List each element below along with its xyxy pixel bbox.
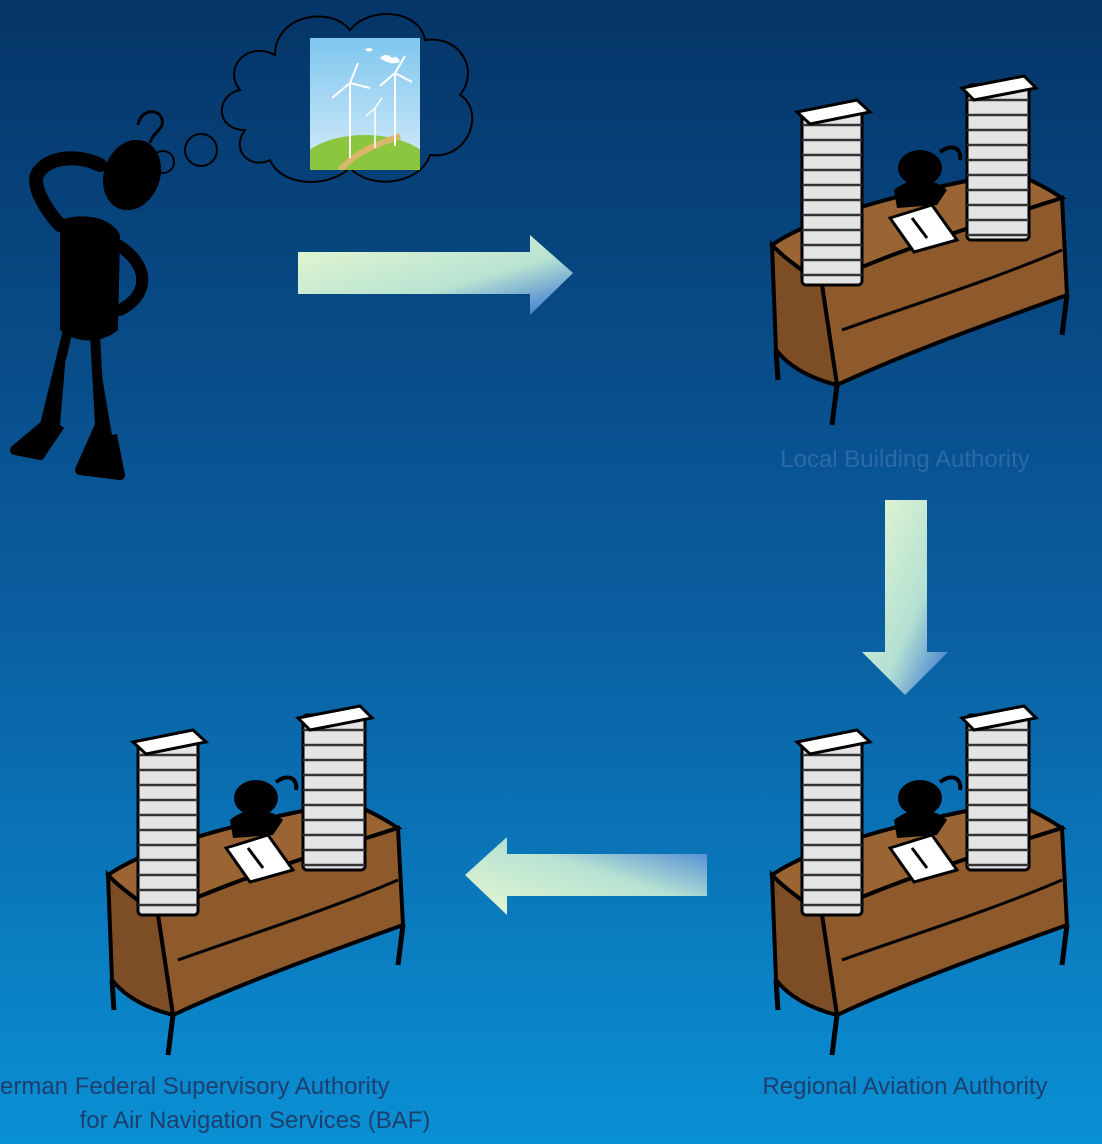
federal-authority-label-line2: for Air Navigation Services (BAF) (79, 1107, 431, 1134)
thought-bubble (127, 13, 474, 183)
desk-paperwork-icon (93, 700, 413, 1060)
arrow-left-icon (465, 837, 707, 915)
local-building-authority-label: Local Building Authority (780, 446, 1030, 473)
arrow-right-icon (298, 235, 573, 315)
federal-authority-label-line1: erman Federal Supervisory Authority (0, 1073, 390, 1100)
person-thinking-icon (10, 110, 164, 480)
regional-aviation-authority-label: Regional Aviation Authority (762, 1073, 1048, 1100)
arrow-down-icon (862, 500, 948, 695)
desk-paperwork-icon (757, 700, 1077, 1060)
desk-paperwork-icon (757, 70, 1077, 430)
wind-turbine-icon (310, 38, 420, 170)
